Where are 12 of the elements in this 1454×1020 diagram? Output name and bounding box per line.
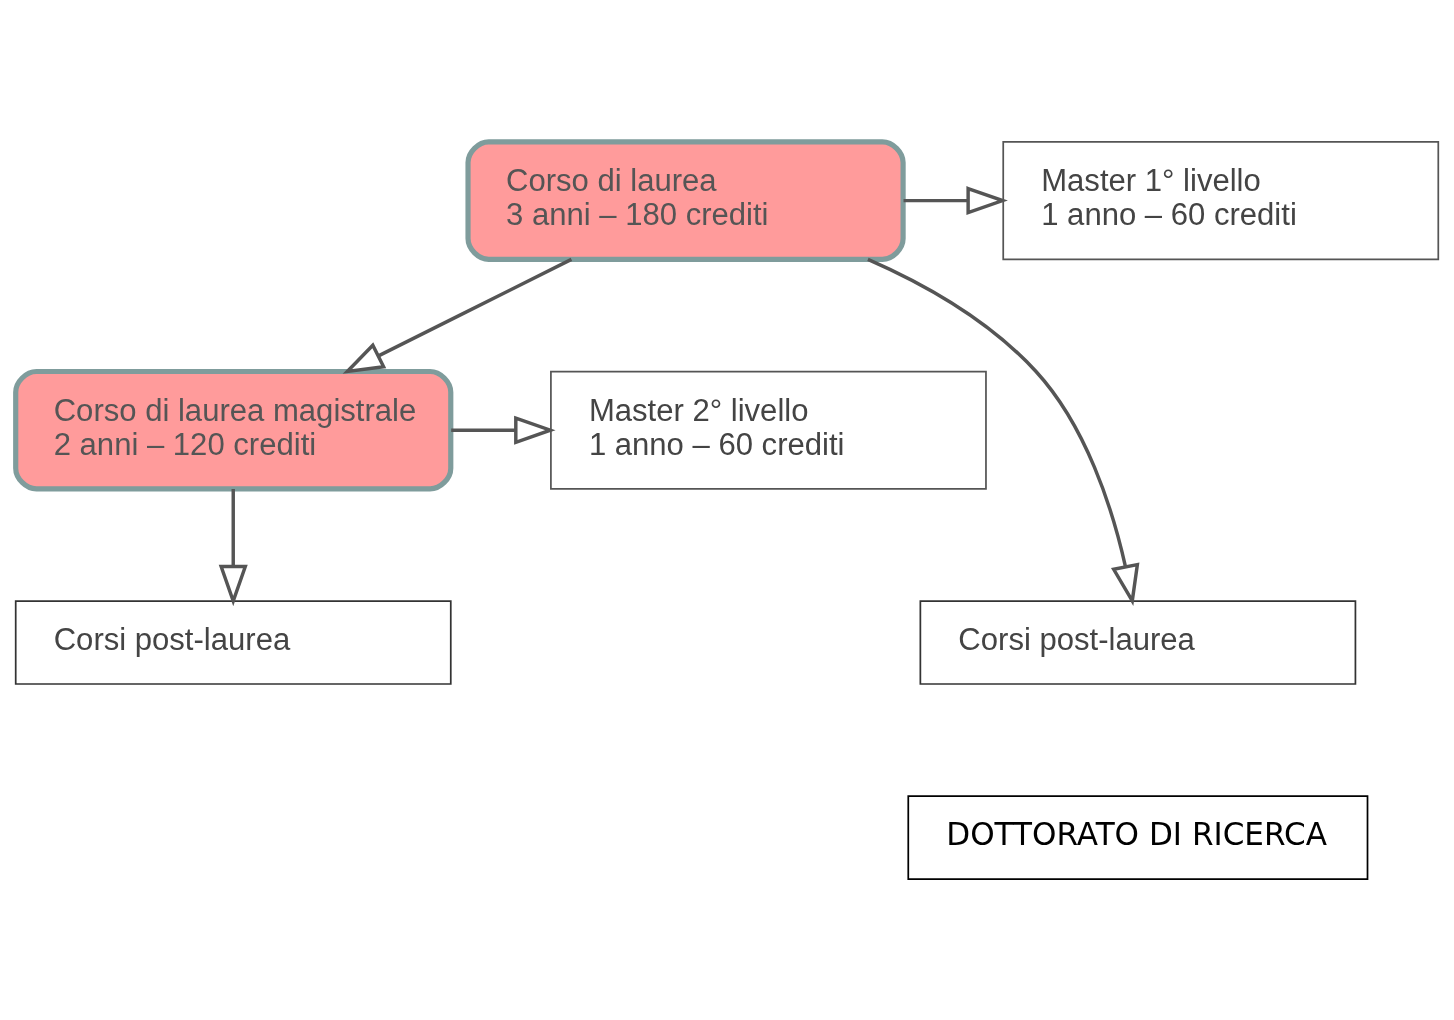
arrow: [451, 415, 556, 445]
arrow: [218, 488, 248, 606]
arrow: [867, 257, 1140, 606]
node-box: Master 1° livello 1 anno – 60 crediti: [1002, 140, 1440, 260]
node-box: Corso di laurea magistrale 2 anni – 120 crediti: [13, 368, 454, 491]
node-box: Corsi post-laurea: [14, 599, 452, 685]
arrow: [903, 185, 1008, 215]
arrow: [342, 257, 573, 374]
node-box: DOTTORATO DI RICERCA: [907, 794, 1369, 880]
node-box: Corso di laurea 3 anni – 180 crediti: [465, 138, 906, 262]
node-box: Corsi post-laurea: [919, 599, 1357, 685]
node-box: Master 2° livello 1 anno – 60 crediti: [550, 370, 987, 490]
